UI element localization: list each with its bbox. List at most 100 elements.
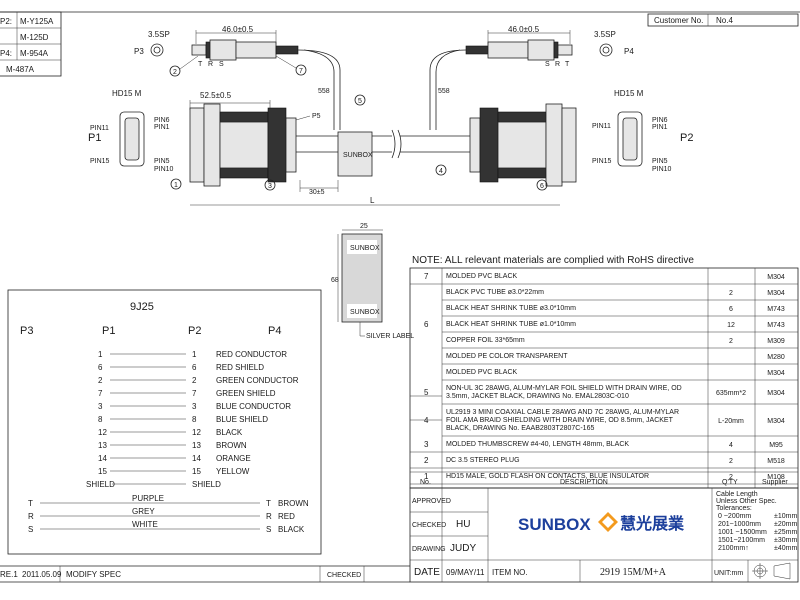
hd15-face-left: HD15 M P1 PIN11 PIN15 PIN6 PIN1 PIN5 PIN… (88, 89, 174, 173)
model-value-4: M-487A (6, 65, 35, 74)
projection-symbol (752, 562, 791, 580)
bom-item-no: 4 (424, 416, 429, 425)
plug-left-label: 3.5SP (148, 30, 170, 39)
wiring-p1-pin: 14 (98, 454, 107, 463)
p1-label: P1 (88, 132, 101, 144)
wiring-p1-pin: 6 (98, 363, 103, 372)
tolerance-title-3: Tolerances: (716, 505, 752, 512)
drawing-label: DRAWING (412, 546, 446, 553)
wiring-p1-pin: 7 (98, 389, 103, 398)
callout-2-left: 2 (173, 69, 177, 76)
title-block: APPROVED CHECKED HU DRAWING JUDY DATE 09… (409, 487, 799, 583)
rohs-note: NOTE: ALL relevant materials are complie… (412, 255, 694, 266)
model-value-3: M-954A (20, 49, 49, 58)
audio-p4-pin: S (266, 525, 271, 534)
wiring-signal-name: RED SHIELD (216, 363, 264, 372)
wiring-p2-pin: SHIELD (192, 480, 221, 489)
pin-right-1: PIN1 (652, 124, 668, 131)
p2-label: P2 (680, 132, 693, 144)
pin-right-5: PIN5 (652, 158, 668, 165)
revision-checked: CHECKED (327, 572, 361, 579)
plug-right-label: 3.5SP (594, 30, 616, 39)
bom-qty: 12 (727, 322, 735, 329)
bom-supplier: M743 (767, 322, 785, 329)
trs-left-t: T (198, 61, 203, 68)
bom-item-no: 6 (424, 320, 429, 329)
audio-p4-name: BLACK (278, 525, 305, 534)
bom-description: BLACK PVC TUBE ø3.0*22mm (446, 289, 544, 296)
bom-supplier: M304 (767, 370, 785, 377)
bom-header-supplier: Supplier (762, 479, 788, 486)
wiring-p1-pin: SHIELD (86, 480, 115, 489)
main-cable: SUNBOX 30±5 L 4 (190, 129, 560, 206)
bom-description: COPPER FOIL 33*65mm (446, 337, 525, 344)
brand-diamond-icon (598, 512, 618, 532)
bom-header-description: DESCRIPTION (560, 479, 608, 486)
dim-558-right: 558 (438, 88, 450, 95)
wiring-p2-pin: 6 (192, 363, 197, 372)
bom-supplier: M304 (767, 274, 785, 281)
pin-right-10: PIN10 (652, 166, 672, 173)
audio-wire-color: PURPLE (132, 494, 164, 503)
revision-date: 2011.05.09 (22, 570, 62, 579)
audio-p3-pin: T (28, 499, 33, 508)
revision-desc: MODIFY SPEC (66, 570, 121, 579)
bom-row: BLACK HEAT SHRINK TUBE ø3.0*10mm 6 M743 (442, 305, 798, 317)
audio-wire-color: GREY (132, 507, 155, 516)
cable-label-brand: SUNBOX (343, 152, 373, 159)
bom-qty: 6 (729, 306, 733, 313)
wiring-header-p3: P3 (20, 325, 33, 337)
audio-p3-pin: R (28, 512, 34, 521)
bom-description: BLACK HEAT SHRINK TUBE ø3.0*10mm (446, 305, 576, 312)
tolerance-title-2: Unless Other Spec. (716, 498, 777, 505)
wiring-p1-pin: 8 (98, 415, 103, 424)
bom-description: MOLDED THUMBSCREW #4-40, LENGTH 48mm, BL… (446, 441, 629, 448)
tolerance-value: ±40mm (774, 545, 797, 552)
hd15-right-label: HD15 M (614, 89, 644, 98)
wiring-signal-name: ORANGE (216, 454, 251, 463)
audio-plug-right: 3.5SP P4 46.0±0.5 S R T (465, 25, 634, 68)
model-prefix-1: P2: (0, 17, 12, 26)
tolerance-value: ±25mm (774, 529, 797, 536)
bom-qty: 2 (729, 458, 733, 465)
hd15-connector-left: 52.5±0.5 P5 1 3 (170, 91, 321, 191)
bom-item-no: 1 (424, 472, 429, 481)
wiring-p2-pin: 2 (192, 376, 197, 385)
revision-id: RE.1 (0, 570, 18, 579)
wiring-header-p4: P4 (268, 325, 281, 337)
date-value: 09/MAY/11 (446, 568, 485, 577)
pin-left-10: PIN10 (154, 166, 174, 173)
trs-right-t: T (565, 61, 570, 68)
bom-supplier: M304 (767, 290, 785, 297)
audio-p4-name: BROWN (278, 499, 309, 508)
audio-p4-pin: T (266, 499, 271, 508)
brand-logo-text: SUNBOX (518, 515, 591, 534)
customer-box: Customer No. No.4 (647, 13, 799, 27)
callout-1-left: 1 (174, 182, 178, 189)
bom-supplier: M304 (767, 418, 785, 425)
silver-label-text: SILVER LABEL (366, 333, 414, 340)
bom-qty: 2 (729, 474, 733, 481)
customer-value: No.4 (716, 16, 733, 25)
audio-p4-name: RED (278, 512, 295, 521)
bom-item-no: 7 (424, 272, 429, 281)
item-number: 2919 15M/M+A (600, 567, 667, 578)
hd15-left-label: HD15 M (112, 89, 142, 98)
tolerance-range: 2100mm↑ (718, 545, 749, 552)
bom-supplier: M743 (767, 306, 785, 313)
unit-label: UNIT:mm (714, 570, 743, 577)
